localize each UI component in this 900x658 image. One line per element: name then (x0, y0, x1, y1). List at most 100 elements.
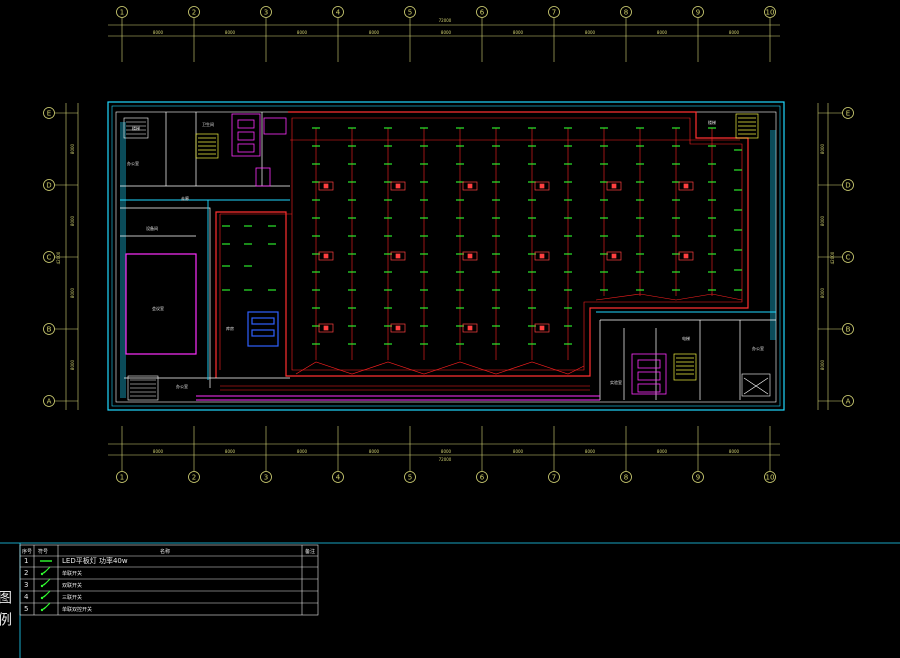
axis-bubble-bottom-6: 6 (476, 471, 488, 483)
distribution-box (534, 181, 550, 191)
stair-sw (127, 375, 159, 401)
top-span-label: 8000 (657, 30, 668, 35)
axis-bubble-right-B: B (842, 323, 854, 335)
distribution-box-core (683, 183, 689, 189)
legend-table (19, 544, 319, 616)
axis-bubble-top-5: 5 (404, 6, 416, 18)
equipment-blue (247, 311, 279, 347)
bottom-span-label: 8000 (441, 449, 452, 454)
furniture-group-east (631, 353, 667, 395)
distribution-box (678, 181, 694, 191)
room-label-store: 库房 (226, 325, 234, 331)
room-label-office-nw: 办公室 (127, 160, 139, 166)
room-label-corridor: 走廊 (181, 195, 189, 201)
distribution-box-core (467, 253, 473, 259)
distribution-box-core (395, 253, 401, 259)
axis-bubble-right-A-label: A (846, 398, 851, 406)
axis-bubble-top-1-label: 1 (120, 9, 124, 17)
distribution-box (606, 251, 622, 261)
axis-bubble-left-B: B (43, 323, 55, 335)
legend-row: 5 单联双控开关 (24, 602, 92, 613)
axis-bubble-bottom-1: 1 (116, 471, 128, 483)
axis-bubble-top-7-label: 7 (552, 9, 556, 17)
axis-bubble-left-A-label: A (47, 398, 52, 406)
axis-bubble-bottom-2-label: 2 (192, 474, 196, 482)
legend-frame (0, 542, 900, 658)
top-span-label: 8000 (513, 30, 524, 35)
axis-bubble-bottom-8: 8 (620, 471, 632, 483)
left-total-dimension: 42000 (56, 251, 61, 264)
axis-bubble-bottom-5: 5 (404, 471, 416, 483)
axis-bubble-bottom-3: 3 (260, 471, 272, 483)
dimension-lines (55, 18, 842, 471)
right-span-label: 8000 (820, 143, 825, 154)
axis-bubble-right-A: A (842, 395, 854, 407)
right-total-dimension: 42000 (830, 251, 835, 264)
switch-symbol-dot-icon (40, 572, 44, 576)
stair-se-white (741, 373, 771, 397)
axis-bubble-top-3-label: 3 (264, 9, 268, 17)
distribution-boxes (318, 181, 694, 333)
circuit-homerun-east (595, 293, 743, 301)
distribution-box (462, 323, 478, 333)
left-span-label: 8000 (70, 143, 75, 154)
legend-header-name: 名称 (160, 548, 170, 555)
axis-bubble-right-E: E (842, 107, 854, 119)
top-span-label: 8000 (225, 30, 236, 35)
axis-bubble-bottom-5-label: 5 (408, 474, 412, 482)
legend-row-no: 5 (24, 605, 28, 613)
left-span-label: 8000 (70, 287, 75, 298)
switch-symbol-dot-icon (40, 608, 44, 612)
distribution-box (390, 323, 406, 333)
right-span-label: 8000 (820, 215, 825, 226)
legend-title-char-1: 图例 (0, 590, 12, 634)
axis-bubble-right-C: C (842, 251, 854, 263)
distribution-box-core (323, 183, 329, 189)
axis-bubble-top-5-label: 5 (408, 9, 412, 17)
left-span-label: 8000 (70, 215, 75, 226)
led-panel-fixtures (222, 127, 742, 345)
room-label-elevator: 电梯 (682, 335, 690, 341)
furniture-group-north (231, 113, 287, 187)
room-label-lab: 实验室 (610, 379, 622, 385)
left-axis-bubbles: E D C B A (43, 107, 55, 407)
building-walls (107, 101, 785, 411)
axis-bubble-top-9: 9 (692, 6, 704, 18)
distribution-box (318, 323, 334, 333)
distribution-box-core (539, 253, 545, 259)
axis-bubble-left-D: D (43, 179, 55, 191)
bottom-span-label: 8000 (729, 449, 740, 454)
top-span-label: 8000 (729, 30, 740, 35)
stair-se (673, 353, 697, 381)
axis-bubble-left-C: C (43, 251, 55, 263)
distribution-box-core (539, 183, 545, 189)
legend-row-name: 单联开关 (62, 570, 82, 577)
legend-row-name: 单联双控开关 (62, 606, 92, 613)
top-span-label: 8000 (585, 30, 596, 35)
distribution-box (390, 181, 406, 191)
axis-bubble-bottom-8-label: 8 (624, 474, 628, 482)
bottom-span-label: 8000 (585, 449, 596, 454)
axis-bubble-bottom-4-label: 4 (336, 474, 341, 482)
axis-bubble-top-4: 4 (332, 6, 344, 18)
bottom-span-label: 8000 (225, 449, 236, 454)
switch-symbol-icon (41, 578, 51, 587)
switch-symbol-icon (41, 566, 51, 575)
bottom-span-label: 8000 (369, 449, 380, 454)
room-label-office-se: 办公室 (752, 345, 764, 351)
axis-bubble-left-E-label: E (47, 110, 51, 118)
stair-nw (123, 117, 149, 139)
legend-row-name: 双联开关 (62, 582, 82, 589)
circuit-feeder (219, 139, 740, 370)
room-label-stair-ne: 楼梯 (708, 119, 716, 125)
